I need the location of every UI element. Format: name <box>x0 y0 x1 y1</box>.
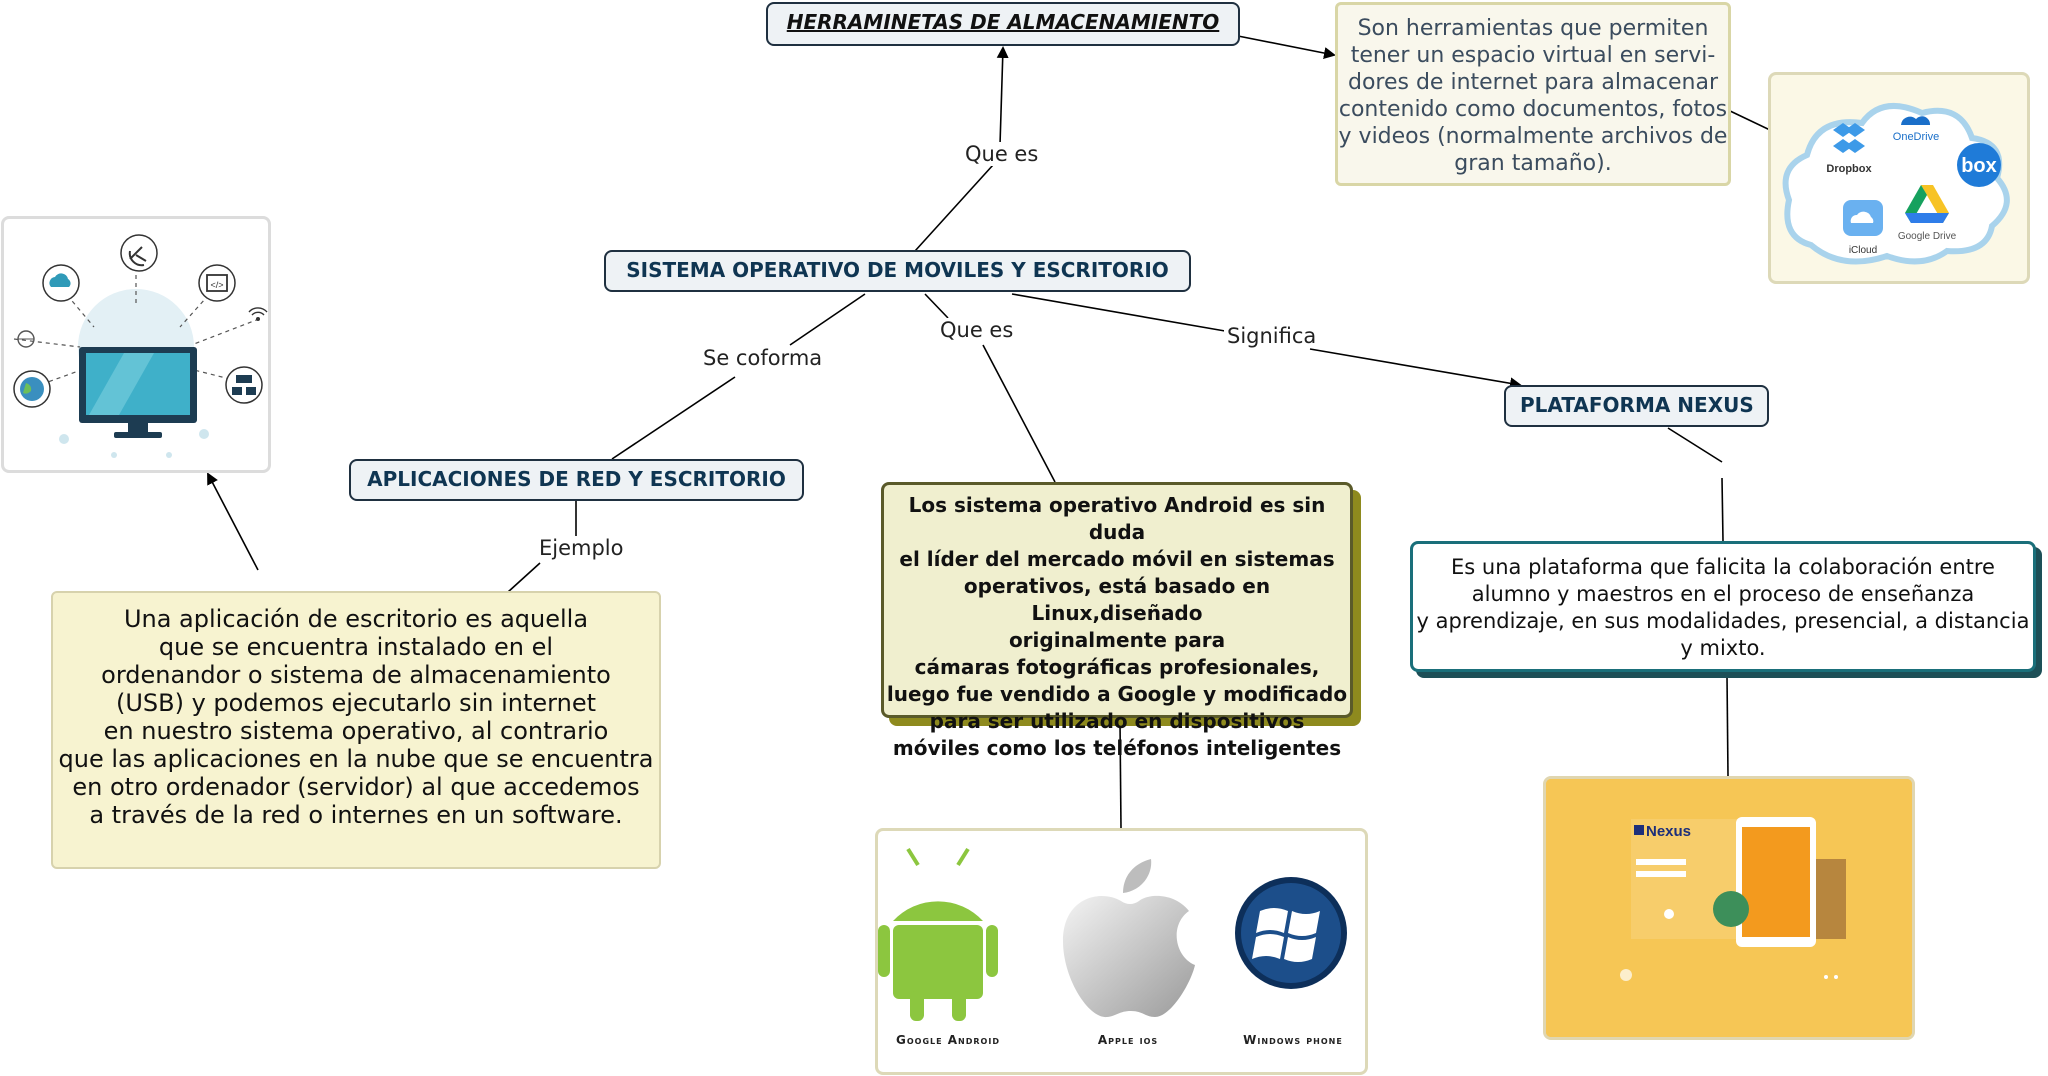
satellite-icon <box>120 234 158 272</box>
link-label-que-es-mid: Que es <box>937 318 1017 342</box>
network-icon <box>225 366 263 404</box>
onedrive-icon: OneDrive <box>1893 116 1939 143</box>
escritorio-definition: Una aplicación de escritorio es aquella … <box>51 591 661 869</box>
link-label-que-es-top: Que es <box>962 142 1042 166</box>
cloud-label-onedrive: OneDrive <box>1893 131 1939 143</box>
nexus-logo: Nexus <box>1634 823 1691 840</box>
edge-sistema-significa <box>1011 293 1226 332</box>
link-label-se-coforma: Se coforma <box>700 346 826 370</box>
concept-herramientas[interactable]: HERRAMINETAS DE ALMACENAMIENTO <box>766 2 1240 46</box>
nexus-brand: Nexus <box>1646 823 1691 840</box>
google-drive-icon: Google Drive <box>1898 185 1957 242</box>
link-label-significa: Significa <box>1224 324 1320 348</box>
os-logos-illustration: Google Android Apple ios Windows phone <box>875 828 1368 1075</box>
edge-sistema-secoforma <box>789 293 866 346</box>
nexus-definition: Es una plataforma que falicita la colabo… <box>1410 541 2036 672</box>
edge-android-os <box>1119 721 1122 829</box>
windows-icon <box>1235 877 1347 989</box>
edge-nexus-def <box>1721 477 1724 542</box>
concept-nexus[interactable]: PLATAFORMA NEXUS <box>1504 385 1769 427</box>
monitor-icon <box>79 347 197 438</box>
edge-sistema-queestop <box>914 164 994 252</box>
edge-nexusdef-img <box>1726 675 1729 777</box>
cloud-storage-illustration: Dropbox OneDrive box iCloud Google Drive <box>1768 72 2030 284</box>
concept-aplicaciones[interactable]: APLICACIONES DE RED Y ESCRITORIO <box>349 459 804 501</box>
apple-icon <box>1063 859 1195 1018</box>
nexus-screenshot: Nexus <box>1543 776 1915 1040</box>
icloud-icon: iCloud <box>1843 200 1883 256</box>
code-icon <box>198 264 236 302</box>
edge-nexus-down <box>1667 427 1723 463</box>
computer-illustration: </> <box>1 216 271 473</box>
box-icon: box <box>1957 143 2001 187</box>
edge-queestop-herramientas <box>996 46 1009 146</box>
edge-sistema-queesmid <box>924 293 949 319</box>
concept-sistema[interactable]: SISTEMA OPERATIVO DE MOVILES Y ESCRITORI… <box>604 250 1191 292</box>
tablet-icon <box>1736 817 1816 947</box>
edge-ejemplo-escritorio <box>507 562 541 593</box>
cloud-label-box: box <box>1961 155 1997 177</box>
os-label-android: Google Android <box>896 1033 1000 1047</box>
cloud-label-google-drive: Google Drive <box>1898 231 1957 242</box>
dropbox-icon: Dropbox <box>1826 123 1872 175</box>
os-label-windows: Windows phone <box>1243 1033 1343 1047</box>
link-label-ejemplo: Ejemplo <box>536 536 627 560</box>
edge-herramientas-def <box>1237 35 1336 59</box>
herramientas-definition: Son herramientas que permiten tener un e… <box>1335 2 1731 186</box>
edge-queesmid-android <box>982 344 1056 483</box>
edge-secoforma-aplicaciones <box>611 376 736 460</box>
edge-significa-nexus <box>1309 348 1522 390</box>
edge-def-cloud <box>1727 109 1771 131</box>
wifi-icon <box>256 317 260 321</box>
cloud-label-icloud: iCloud <box>1849 245 1877 256</box>
android-icon <box>878 847 998 1021</box>
svg-text:</>: </> <box>210 280 223 290</box>
cloud-label-dropbox: Dropbox <box>1826 163 1872 175</box>
os-label-apple: Apple ios <box>1097 1033 1159 1047</box>
android-definition: Los sistema operativo Android es sin dud… <box>881 482 1353 760</box>
edge-escritorio-computer <box>207 472 259 571</box>
